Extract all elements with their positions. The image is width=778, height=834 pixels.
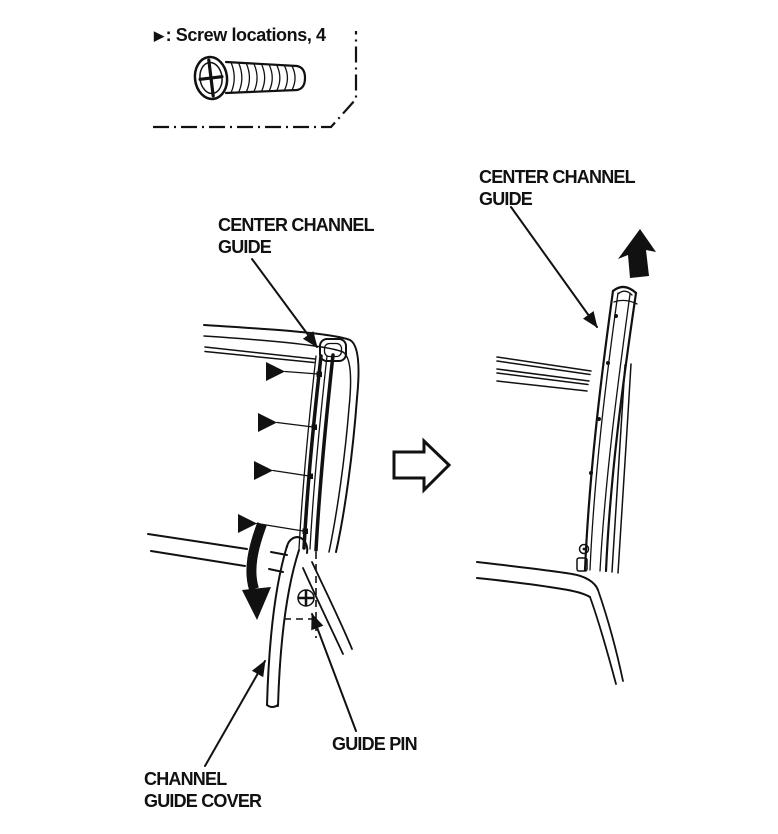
screw-point-1 [316,371,322,377]
screw-location-marker-icon: ▶ [154,28,164,43]
left-center-channel-guide-label: CENTER CHANNEL GUIDE [218,215,375,257]
door-frame-right [476,356,632,685]
guide-pin-label: GUIDE PIN [332,734,418,754]
left-view [147,258,360,767]
screw-icon [193,55,307,101]
channel-guide-cover-label: CHANNEL GUIDE COVER [144,769,262,811]
leader-left-center-channel-guide [251,258,318,348]
right-view [476,206,656,685]
screw-point-2 [311,424,317,430]
legend-border [153,31,358,129]
channel-guide-cover-art [266,536,309,708]
screw-marker-icon-1 [266,362,285,381]
right-center-channel-guide-label: CENTER CHANNEL GUIDE [479,167,636,209]
center-channel-guide-left [298,338,347,552]
screw-marker-icon-3 [254,461,273,480]
center-channel-guide-right [576,285,638,573]
leader-channel-guide-cover [204,660,266,767]
screw-point-3 [307,473,313,479]
rotate-cover-arrow [242,522,271,620]
transition-arrow-icon [392,437,452,494]
legend-label: ▶: Screw locations, 4 [154,25,326,46]
screw-location-markers [238,362,319,533]
legend-text: : Screw locations, 4 [165,25,326,45]
guide-pin-art [284,552,317,638]
door-frame-left [147,324,360,655]
leader-guide-pin [311,613,357,732]
screw-marker-icon-4 [238,514,257,533]
leader-right-center-channel-guide [510,206,598,328]
lift-guide-arrow [618,229,656,278]
screw-point-4 [302,528,308,534]
legend-callout [153,31,358,129]
screw-marker-icon-2 [258,413,277,432]
